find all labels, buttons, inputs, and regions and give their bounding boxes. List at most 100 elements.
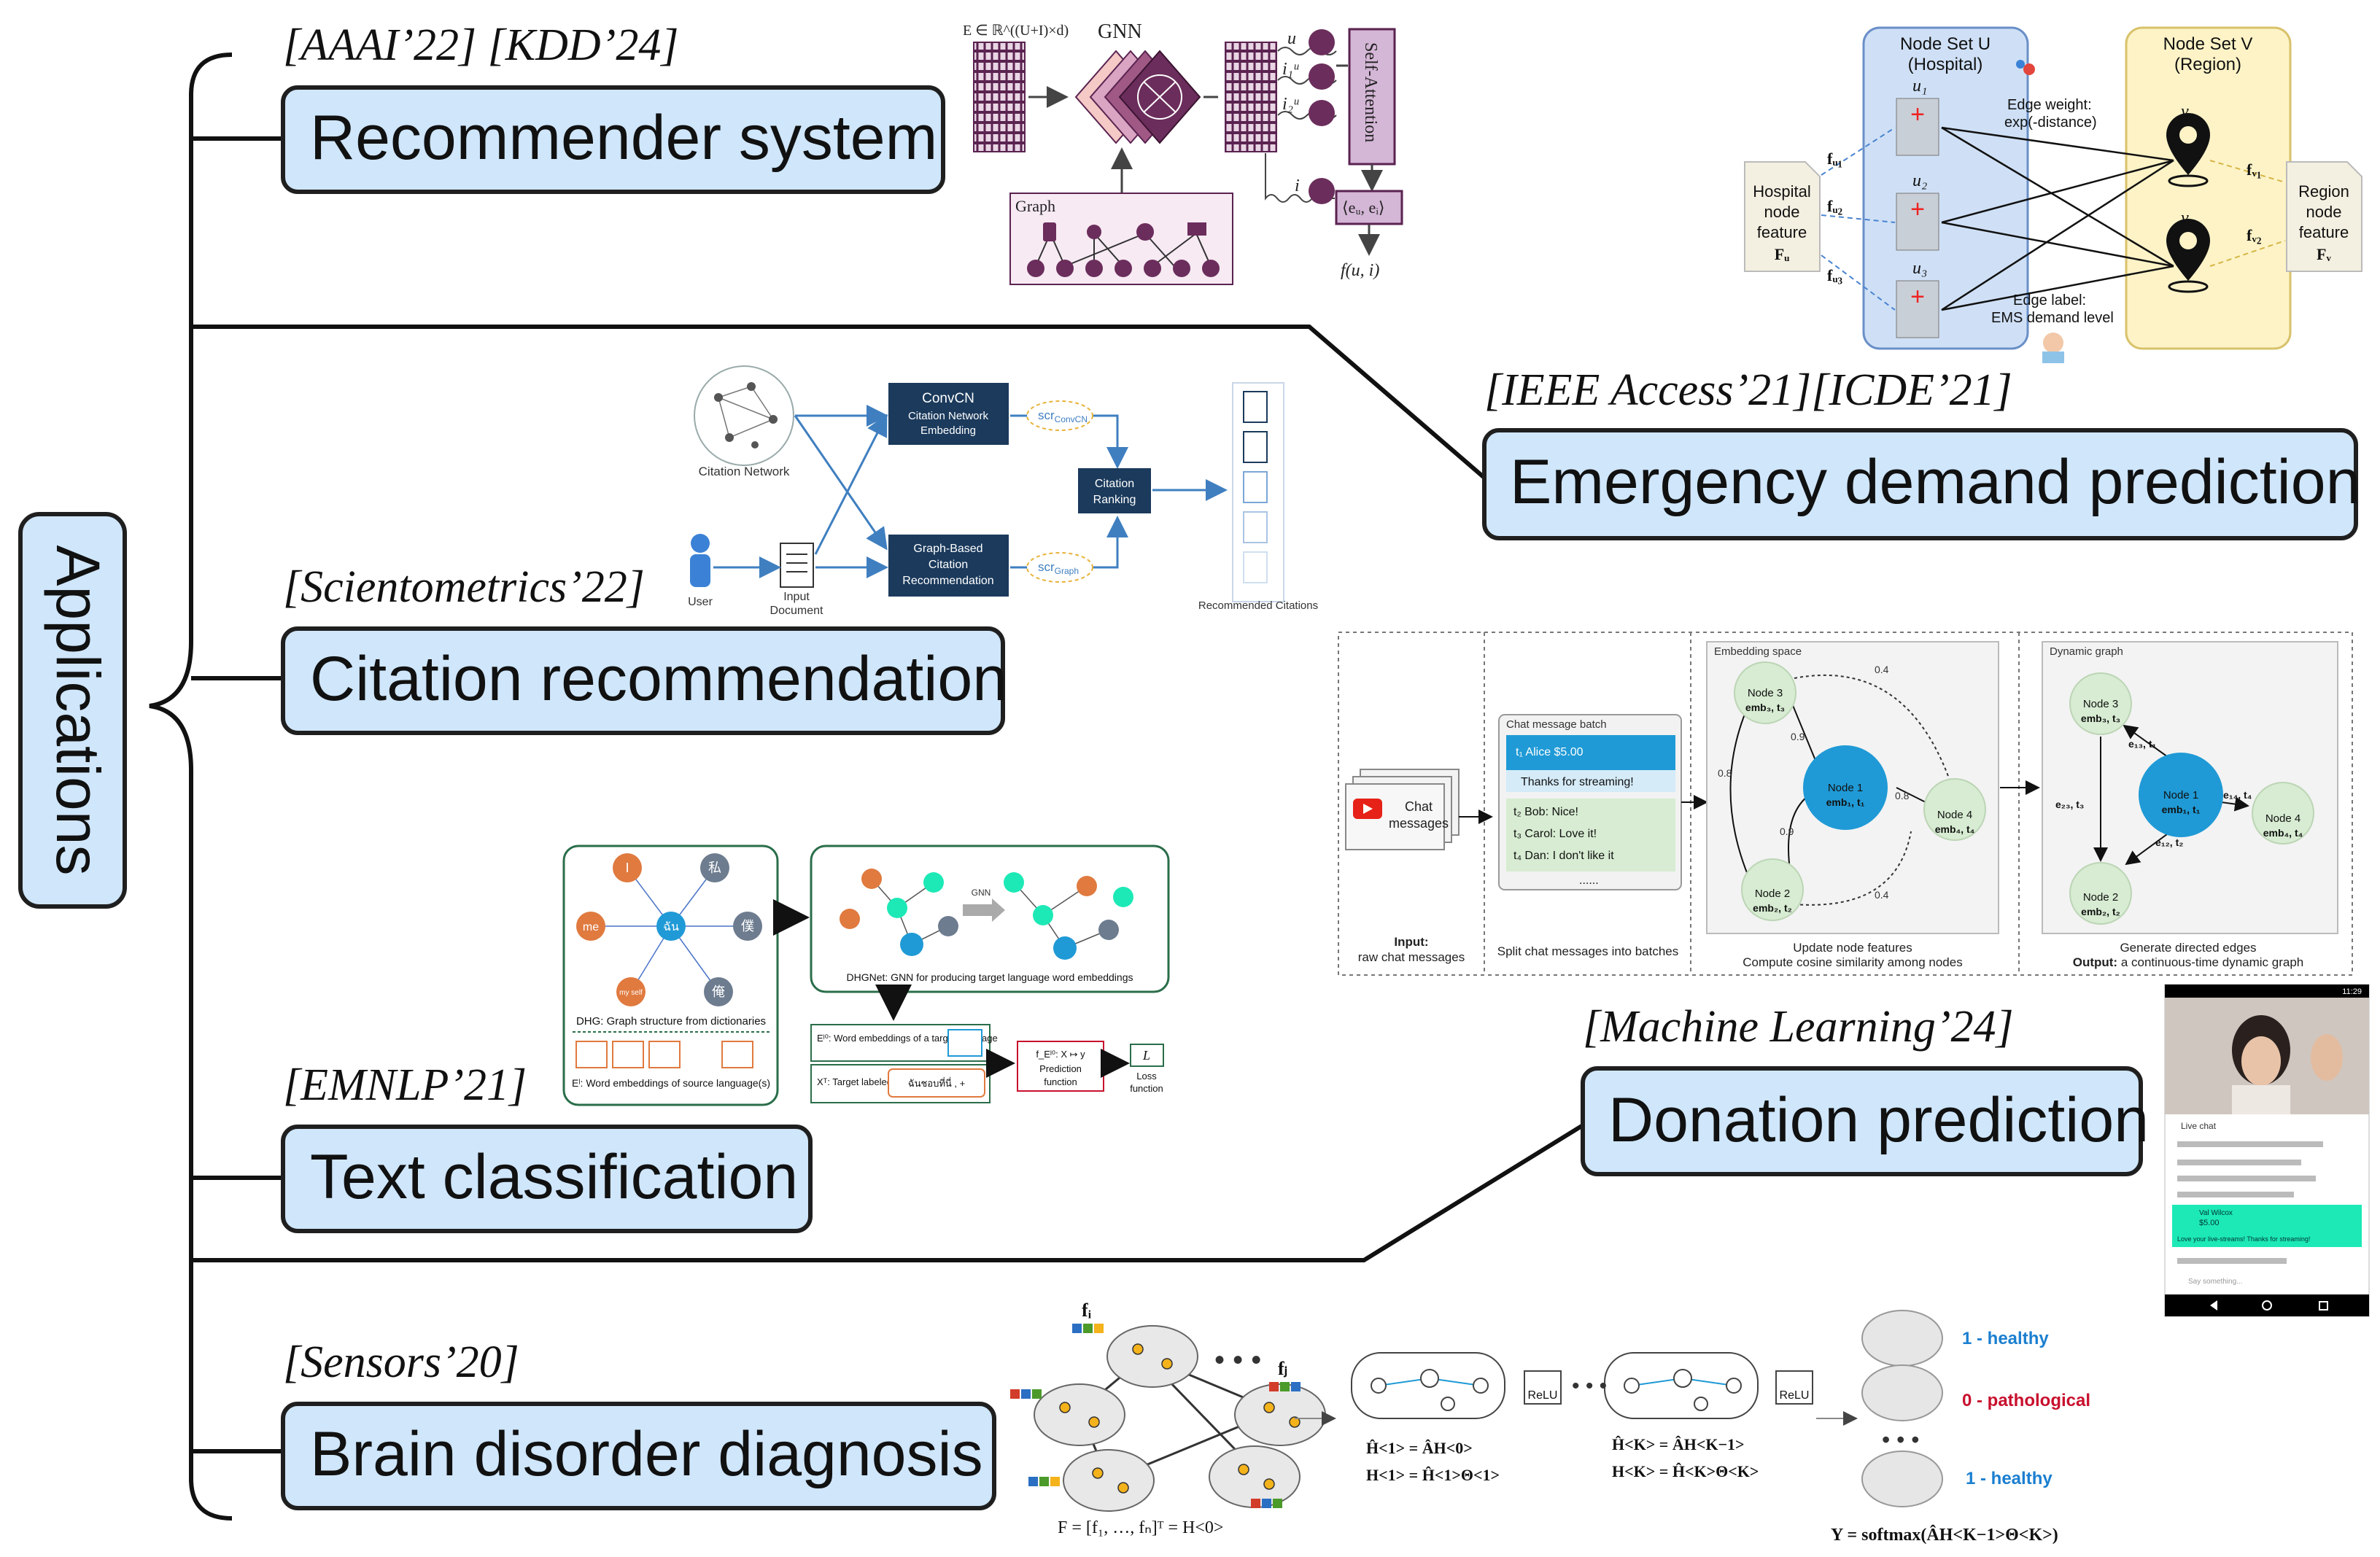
svg-text:function: function xyxy=(1130,1083,1163,1094)
app-citation[interactable]: [Scientometrics’22] Citation recommendat… xyxy=(281,562,1007,735)
svg-text:Document: Document xyxy=(770,605,823,617)
svg-text:Ĥ<1> = ÂH<0>: Ĥ<1> = ÂH<0> xyxy=(1366,1439,1473,1457)
svg-text:fᵥ₂: fᵥ₂ xyxy=(2247,226,2262,244)
svg-text:Say something...: Say something... xyxy=(2188,1278,2242,1286)
app-text-classification[interactable]: [EMNLP’21] Text classification xyxy=(281,1060,813,1233)
app-brain[interactable]: [Sensors’20] Brain disorder diagnosis xyxy=(281,1337,996,1510)
svg-text:Embedding space: Embedding space xyxy=(1714,645,1802,658)
svg-text:L: L xyxy=(1142,1048,1150,1063)
svg-text:......: ...... xyxy=(1579,874,1599,887)
brain-figure: fᵢ fⱼ • • • F = [f₁, …, fₙ]ᵀ = H<0> xyxy=(1010,1300,2090,1545)
svg-text:fᵤ₃: fᵤ₃ xyxy=(1827,266,1842,284)
svg-text:Dynamic graph: Dynamic graph xyxy=(2050,645,2123,658)
svg-text:11:29: 11:29 xyxy=(2342,987,2362,996)
hospital-icons: + + + xyxy=(1896,98,1939,338)
svg-text:Node 3: Node 3 xyxy=(2083,698,2118,710)
svg-text:fᵤ₁: fᵤ₁ xyxy=(1827,150,1842,168)
svg-text:0.9: 0.9 xyxy=(1780,826,1794,837)
svg-text:fⱼ: fⱼ xyxy=(1278,1358,1287,1379)
svg-text:Input: Input xyxy=(783,591,810,603)
svg-text:ฉันชอบที่นี่ , +: ฉันชอบที่นี่ , + xyxy=(908,1077,966,1089)
self-attention-box xyxy=(1348,28,1396,166)
svg-text:Embedding: Embedding xyxy=(920,424,976,437)
venue-label: [Sensors’20] xyxy=(283,1337,519,1387)
svg-text:Edge label:: Edge label: xyxy=(2013,292,2086,308)
node-set-v xyxy=(2125,26,2292,350)
svg-text:GNN: GNN xyxy=(972,888,991,898)
dhg-panel xyxy=(562,844,779,1106)
svg-text:僕: 僕 xyxy=(741,919,754,933)
svg-text:I: I xyxy=(625,861,629,875)
svg-text:fᵤ₂: fᵤ₂ xyxy=(1827,197,1842,215)
root-node[interactable]: Applications xyxy=(18,512,127,909)
svg-text:u₃: u₃ xyxy=(1912,259,1927,278)
convcn-box xyxy=(888,383,1009,445)
svg-text:Chat: Chat xyxy=(1405,799,1433,814)
app-title: Brain disorder diagnosis xyxy=(310,1419,983,1489)
ranking-box xyxy=(1078,468,1151,513)
prediction-box xyxy=(1017,1041,1104,1092)
svg-text:emb₁, t₁: emb₁, t₁ xyxy=(2162,804,2201,815)
citation-figure: Citation Network User Input Document Con… xyxy=(688,365,1318,617)
venue-label: [IEEE Access’21][ICDE’21] xyxy=(1484,365,2012,415)
svg-text:v₁: v₁ xyxy=(2181,102,2195,121)
svg-text:emb₃, t₃: emb₃, t₃ xyxy=(1745,702,1785,713)
svg-text:0.4: 0.4 xyxy=(1875,664,1889,675)
svg-text:• • •: • • • xyxy=(1882,1426,1919,1453)
embedding-nodes xyxy=(1734,661,1986,921)
svg-text:H<K> = Ĥ<K>Θ<K>: H<K> = Ĥ<K>Θ<K> xyxy=(1612,1462,1759,1480)
svg-text:Graph-Based: Graph-Based xyxy=(913,543,982,555)
svg-text:u₂: u₂ xyxy=(1912,171,1927,190)
app-emergency[interactable]: [IEEE Access’21][ICDE’21] Emergency dema… xyxy=(1482,365,2360,540)
svg-text:0.8: 0.8 xyxy=(1895,790,1910,801)
svg-text:User: User xyxy=(688,596,713,608)
svg-text:Node 3: Node 3 xyxy=(1748,687,1783,699)
gbcr-box xyxy=(888,535,1009,597)
svg-text:e₂₃, t₃: e₂₃, t₃ xyxy=(2055,799,2084,810)
app-donation[interactable]: [Machine Learning’24] Donation predictio… xyxy=(1581,1002,2149,1176)
svg-text:Recommendation: Recommendation xyxy=(902,575,993,587)
svg-text:Thanks for streaming!: Thanks for streaming! xyxy=(1521,776,1634,788)
svg-text:Citation Network: Citation Network xyxy=(908,410,989,422)
svg-text:node: node xyxy=(1764,203,1800,221)
app-title: Emergency demand prediction xyxy=(1510,447,2360,517)
user-icon xyxy=(690,534,710,587)
donation-figure: Chat messages Input: raw chat messages C… xyxy=(1338,632,2353,976)
svg-text:f(u, i): f(u, i) xyxy=(1341,261,1379,280)
app-recommender[interactable]: [AAAI’22] [KDD’24] Recommender system xyxy=(281,20,945,194)
svg-text:Live chat: Live chat xyxy=(2181,1121,2217,1131)
svg-text:Input:: Input: xyxy=(1394,935,1428,949)
svg-text:F = [f₁, …, fₙ]ᵀ = H<0>: F = [f₁, …, fₙ]ᵀ = H<0> xyxy=(1058,1518,1223,1537)
svg-text:u₁: u₁ xyxy=(1912,77,1927,96)
svg-text:Prediction: Prediction xyxy=(1039,1063,1082,1074)
svg-text:scrGraph: scrGraph xyxy=(1038,560,1079,576)
svg-text:EMS demand level: EMS demand level xyxy=(1991,310,2114,326)
svg-text:f_Eˡ⁰: X ↦ y: f_Eˡ⁰: X ↦ y xyxy=(1036,1049,1085,1060)
citation-network xyxy=(694,365,794,466)
recommender-figure: E ∈ ℝ^((U+I)×d) GNN u i₁ᵘ i₂ᵘ i xyxy=(963,20,1403,285)
svg-text:$5.00: $5.00 xyxy=(2199,1219,2220,1227)
svg-text:Citation: Citation xyxy=(1095,478,1134,490)
svg-text:0.9: 0.9 xyxy=(1791,731,1805,742)
svg-text:scrConvCN: scrConvCN xyxy=(1038,408,1088,424)
brain-nodes xyxy=(1034,1325,1326,1512)
venue-label: [EMNLP’21] xyxy=(283,1060,527,1110)
svg-text:俺: 俺 xyxy=(712,985,725,999)
venue-label: [Scientometrics’22] xyxy=(283,562,645,612)
svg-text:Val Wilcox: Val Wilcox xyxy=(2199,1209,2233,1217)
svg-text:Generate directed edges: Generate directed edges xyxy=(2120,941,2256,955)
donation-message xyxy=(2172,1205,2362,1247)
text-classification-figure: I 私 me 僕 my self 俺 ฉัน DHG: Graph struct… xyxy=(562,844,1170,1106)
svg-text:i₂ᵘ: i₂ᵘ xyxy=(1282,95,1299,114)
svg-text:⟨eᵤ, eᵢ⟩: ⟨eᵤ, eᵢ⟩ xyxy=(1342,198,1385,217)
svg-text:ConvCN: ConvCN xyxy=(922,391,974,406)
svg-text:emb₁, t₁: emb₁, t₁ xyxy=(1826,796,1865,808)
input-doc xyxy=(780,543,814,588)
venue-label: [Machine Learning’24] xyxy=(1583,1002,2014,1052)
svg-text:Edge weight:: Edge weight: xyxy=(2007,97,2092,113)
svg-text:emb₂, t₂: emb₂, t₂ xyxy=(2081,906,2120,917)
dynamic-nodes xyxy=(2069,672,2314,925)
svg-text:i₁ᵘ: i₁ᵘ xyxy=(1282,60,1299,79)
svg-text:emb₄, t₄: emb₄, t₄ xyxy=(2263,827,2303,839)
svg-text:Node Set U: Node Set U xyxy=(1900,34,1991,54)
